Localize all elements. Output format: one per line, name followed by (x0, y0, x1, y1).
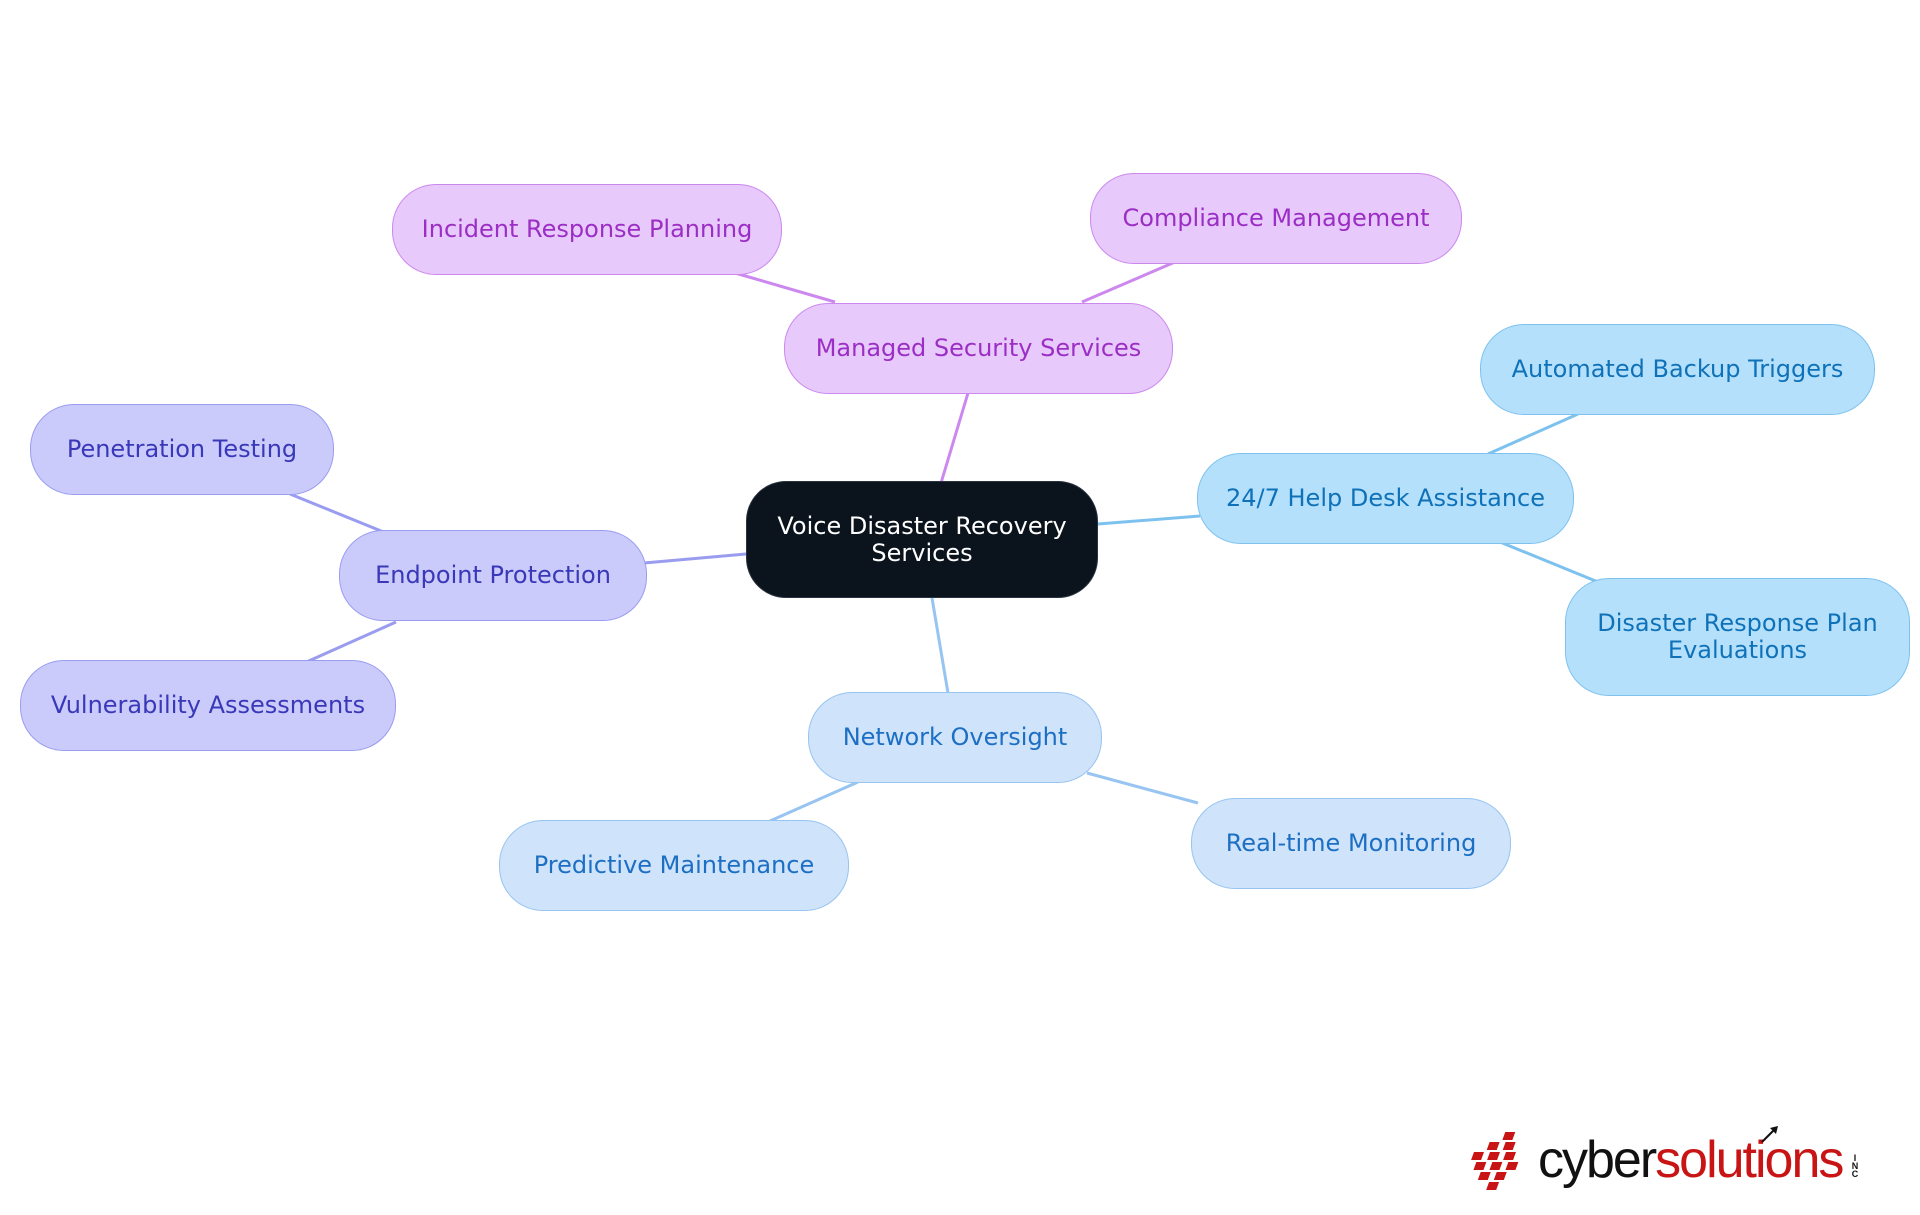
node-predictive-maintenance: Predictive Maintenance (499, 820, 849, 911)
node-vulnerability-assessments: Vulnerability Assessments (20, 660, 396, 751)
edge-root-network-oversight (930, 597, 950, 694)
node-endpoint-protection: Endpoint Protection (339, 530, 647, 621)
edge-help-desk-backup (1487, 412, 1579, 456)
edge-network-realtime (1086, 771, 1199, 805)
node-managed-security-services: Managed Security Services (784, 303, 1173, 394)
edge-network-predictive (769, 780, 859, 823)
edge-endpoint-vulnerability (301, 620, 397, 666)
edge-managed-security-incident (734, 271, 836, 304)
node-penetration-testing: Penetration Testing (30, 404, 334, 495)
node-disaster-response-plan-evaluations: Disaster Response Plan Evaluations (1565, 578, 1910, 696)
logo-word-solutions: solutions (1655, 1131, 1844, 1189)
edge-managed-security-compliance (1081, 260, 1176, 304)
logo-arrow-icon (1761, 1126, 1778, 1143)
edge-root-managed-security (939, 392, 970, 484)
edge-root-endpoint (643, 552, 747, 565)
node-automated-backup-triggers: Automated Backup Triggers (1480, 324, 1875, 415)
logo-mark-icon (1471, 1132, 1519, 1190)
node-compliance-management: Compliance Management (1090, 173, 1462, 264)
edge-help-desk-evaluations (1499, 540, 1599, 584)
node-network-oversight: Network Oversight (808, 692, 1102, 783)
logo-wordmark: cybersolutions (1538, 1131, 1844, 1189)
edge-endpoint-penetration (289, 492, 387, 535)
root-node: Voice Disaster Recovery Services (746, 481, 1098, 598)
node-real-time-monitoring: Real-time Monitoring (1191, 798, 1511, 889)
node-help-desk-assistance: 24/7 Help Desk Assistance (1197, 453, 1574, 544)
node-incident-response-planning: Incident Response Planning (392, 184, 782, 275)
edge-root-help-desk (1097, 514, 1201, 526)
logo-word-cyber: cyber (1538, 1131, 1657, 1189)
